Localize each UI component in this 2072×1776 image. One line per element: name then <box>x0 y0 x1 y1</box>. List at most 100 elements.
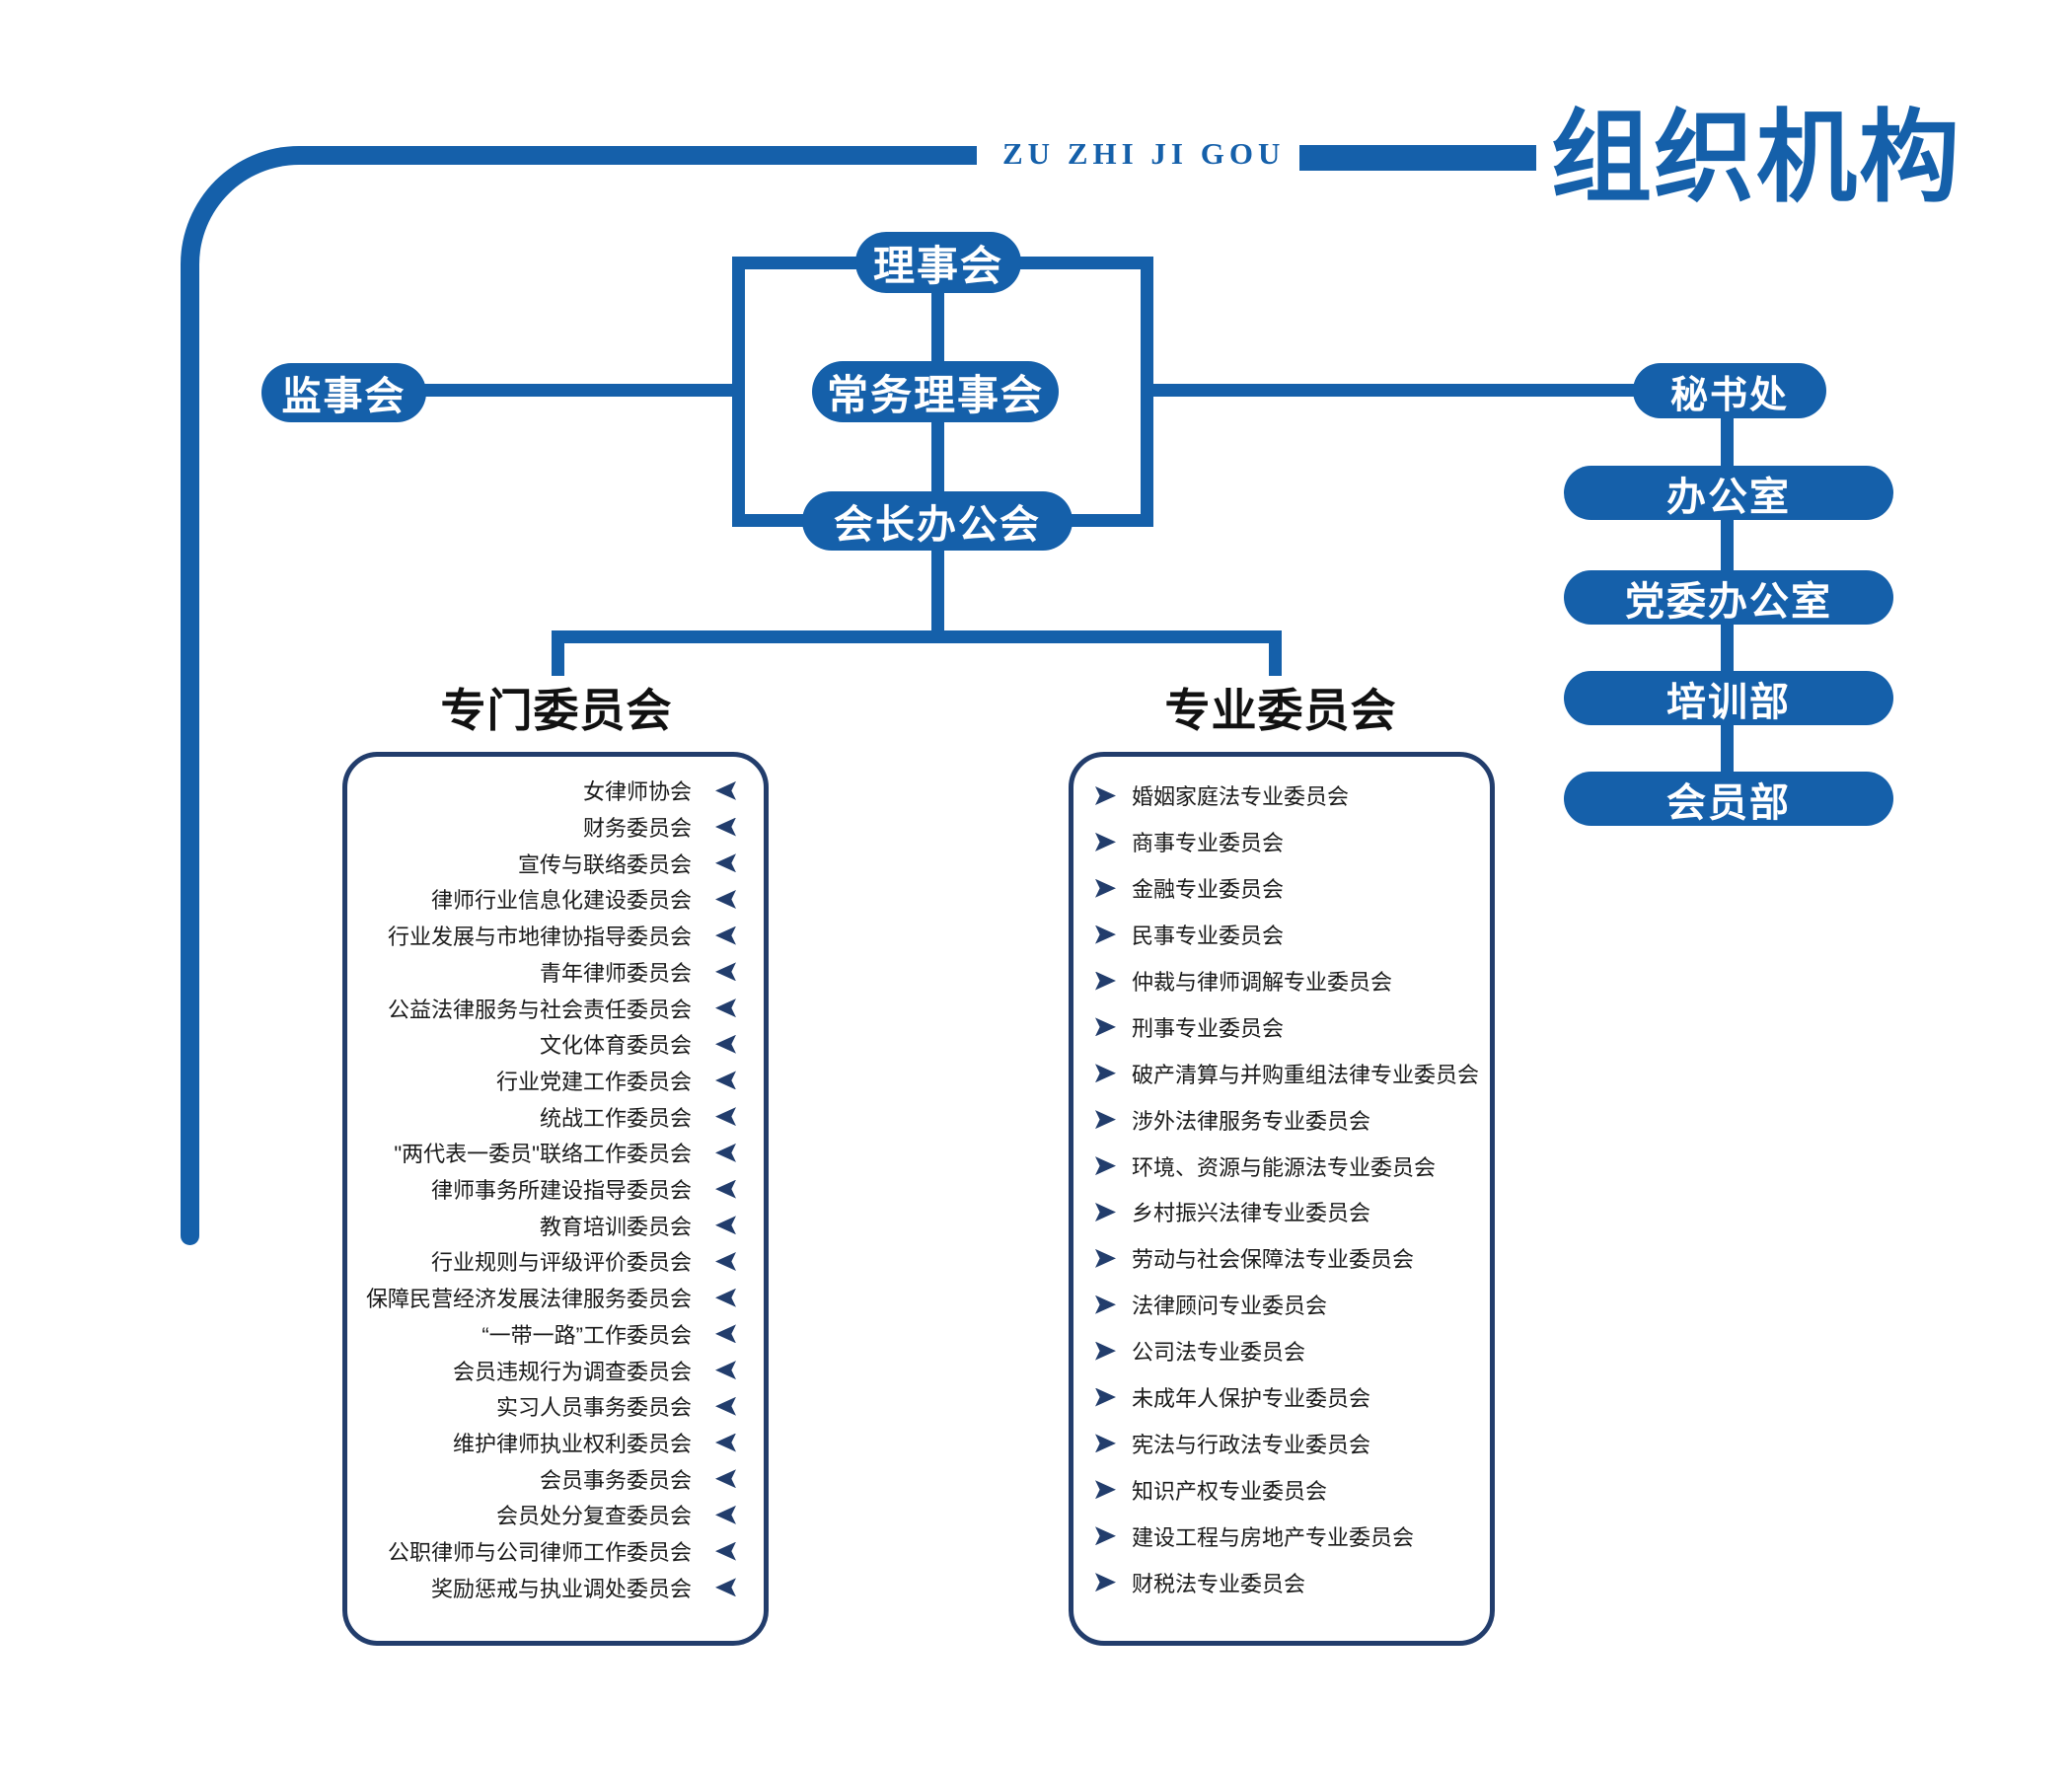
committee-label: 涉外法律服务专业委员会 <box>1132 1108 1371 1134</box>
committee-label: 律师行业信息化建设委员会 <box>430 888 692 914</box>
special-committee-item: 宣传与联络委员会 <box>361 845 736 881</box>
right-arrow-icon <box>1095 832 1116 851</box>
right-arrow-icon <box>1095 1248 1116 1268</box>
committee-label: 公益法律服务与社会责任委员会 <box>387 997 692 1022</box>
committee-label: 实习人员事务委员会 <box>495 1395 692 1421</box>
left-arrow-icon <box>715 1288 736 1307</box>
special-committee-item: 行业规则与评级评价委员会 <box>361 1243 736 1280</box>
page-title: 组织机构 <box>1551 104 1961 215</box>
right-arrow-icon <box>1095 1202 1116 1221</box>
committee-label: 宪法与行政法专业委员会 <box>1132 1432 1371 1457</box>
right-arrow-icon <box>1095 1110 1116 1130</box>
committee-label: 青年律师委员会 <box>539 960 692 986</box>
right-arrow-icon <box>1095 1064 1116 1083</box>
connector-stub-left <box>552 630 564 676</box>
node-board: 理事会 <box>855 232 1021 293</box>
right-arrow-icon <box>1095 1573 1116 1592</box>
special-committee-item: 维护律师执业权利委员会 <box>361 1425 736 1461</box>
right-arrow-icon <box>1095 1341 1116 1361</box>
committee-label: 知识产权专业委员会 <box>1132 1478 1328 1504</box>
special-committee-item: 统战工作委员会 <box>361 1098 736 1135</box>
connector-board-left-horizontal <box>732 257 858 269</box>
special-committee-item: 女律师协会 <box>361 773 736 809</box>
connector-supervisory-horizontal <box>422 384 738 397</box>
professional-committee-item: 金融专业委员会 <box>1095 865 1476 912</box>
committee-label: 会员违规行为调查委员会 <box>452 1359 692 1384</box>
professional-committees-panel: 婚姻家庭法专业委员会 商事专业委员会 金融专业委员会 民事专业委员会 仲裁与律师… <box>1069 752 1495 1646</box>
left-arrow-icon <box>715 1433 736 1452</box>
professional-committee-item: 未成年人保护专业委员会 <box>1095 1374 1476 1421</box>
left-arrow-icon <box>715 1541 736 1561</box>
special-committee-item: 文化体育委员会 <box>361 1026 736 1063</box>
committee-label: 破产清算与并购重组法律专业委员会 <box>1132 1062 1480 1087</box>
professional-committee-item: 刑事专业委员会 <box>1095 1003 1476 1050</box>
professional-committee-item: 涉外法律服务专业委员会 <box>1095 1096 1476 1143</box>
node-dept-membership: 会员部 <box>1564 772 1893 826</box>
professional-committee-item: 宪法与行政法专业委员会 <box>1095 1420 1476 1466</box>
special-committee-item: 公职律师与公司律师工作委员会 <box>361 1533 736 1570</box>
professional-committees-list: 婚姻家庭法专业委员会 商事专业委员会 金融专业委员会 民事专业委员会 仲裁与律师… <box>1073 757 1490 1641</box>
committee-label: 宣传与联络委员会 <box>517 851 692 877</box>
committee-label: 劳动与社会保障法专业委员会 <box>1132 1247 1415 1273</box>
right-arrow-icon <box>1095 925 1116 944</box>
committee-label: 行业发展与市地律协指导委员会 <box>387 925 692 950</box>
professional-committee-item: 法律顾问专业委员会 <box>1095 1282 1476 1328</box>
committee-label: 文化体育委员会 <box>539 1033 692 1059</box>
left-arrow-icon <box>715 999 736 1018</box>
special-committee-item: “一带一路”工作委员会 <box>361 1316 736 1353</box>
committee-label: 律师事务所建设指导委员会 <box>430 1178 692 1204</box>
committee-label: 法律顾问专业委员会 <box>1132 1294 1328 1319</box>
left-arrow-icon <box>715 817 736 837</box>
professional-committee-item: 公司法专业委员会 <box>1095 1328 1476 1374</box>
committee-label: 财税法专业委员会 <box>1132 1571 1306 1596</box>
node-secretariat: 秘书处 <box>1633 363 1826 418</box>
node-dept-office: 办公室 <box>1564 466 1893 520</box>
left-arrow-icon <box>715 1469 736 1489</box>
committee-label: 未成年人保护专业委员会 <box>1132 1386 1371 1412</box>
professional-committee-item: 仲裁与律师调解专业委员会 <box>1095 958 1476 1004</box>
special-committee-item: 行业党建工作委员会 <box>361 1063 736 1099</box>
node-president-office: 会长办公会 <box>802 491 1073 551</box>
professional-committee-item: 知识产权专业委员会 <box>1095 1466 1476 1513</box>
committee-label: 民事专业委员会 <box>1132 924 1285 949</box>
committee-label: 乡村振兴法律专业委员会 <box>1132 1201 1371 1226</box>
header-pinyin-subtitle: ZU ZHI JI GOU <box>1002 136 1286 171</box>
special-committees-panel: 女律师协会 财务委员会 宣传与联络委员会 律师行业信息化建设委员会 行业发展与市… <box>342 752 769 1646</box>
special-committee-item: 行业发展与市地律协指导委员会 <box>361 918 736 954</box>
left-arrow-icon <box>715 1251 736 1271</box>
left-arrow-icon <box>715 1107 736 1127</box>
professional-committee-item: 民事专业委员会 <box>1095 912 1476 958</box>
professional-committee-item: 商事专业委员会 <box>1095 819 1476 865</box>
left-arrow-icon <box>715 853 736 873</box>
special-committee-item: 青年律师委员会 <box>361 954 736 991</box>
special-committee-item: 公益法律服务与社会责任委员会 <box>361 990 736 1026</box>
committee-label: 公职律师与公司律师工作委员会 <box>387 1540 692 1566</box>
left-arrow-icon <box>715 962 736 982</box>
special-committee-item: 会员事务委员会 <box>361 1460 736 1497</box>
special-committee-item: 会员处分复查委员会 <box>361 1497 736 1533</box>
right-arrow-icon <box>1095 1480 1116 1500</box>
professional-committee-item: 环境、资源与能源法专业委员会 <box>1095 1143 1476 1189</box>
left-arrow-icon <box>715 1505 736 1524</box>
decorative-bracket-line-cap <box>181 1226 199 1245</box>
committee-label: 环境、资源与能源法专业委员会 <box>1132 1154 1437 1180</box>
professional-committee-item: 破产清算与并购重组法律专业委员会 <box>1095 1050 1480 1096</box>
connector-center-vertical-bottom <box>931 545 944 643</box>
section-title-professional-committees: 专业委员会 <box>1164 685 1397 736</box>
left-arrow-icon <box>715 1179 736 1199</box>
right-arrow-icon <box>1095 1156 1116 1176</box>
node-supervisory-board: 监事会 <box>261 363 426 422</box>
special-committee-item: 财务委员会 <box>361 809 736 846</box>
left-arrow-icon <box>715 1071 736 1090</box>
professional-committee-item: 财税法专业委员会 <box>1095 1559 1476 1605</box>
right-arrow-icon <box>1095 1434 1116 1453</box>
committee-label: "两代表一委员"联络工作委员会 <box>394 1142 692 1167</box>
left-arrow-icon <box>715 1361 736 1380</box>
committee-label: 教育培训委员会 <box>539 1214 692 1239</box>
connector-t-bar <box>552 630 1282 643</box>
committee-label: 会员事务委员会 <box>539 1467 692 1493</box>
connector-board-right-horizontal <box>1018 257 1153 269</box>
left-arrow-icon <box>715 1216 736 1235</box>
committee-label: 商事专业委员会 <box>1132 831 1285 856</box>
